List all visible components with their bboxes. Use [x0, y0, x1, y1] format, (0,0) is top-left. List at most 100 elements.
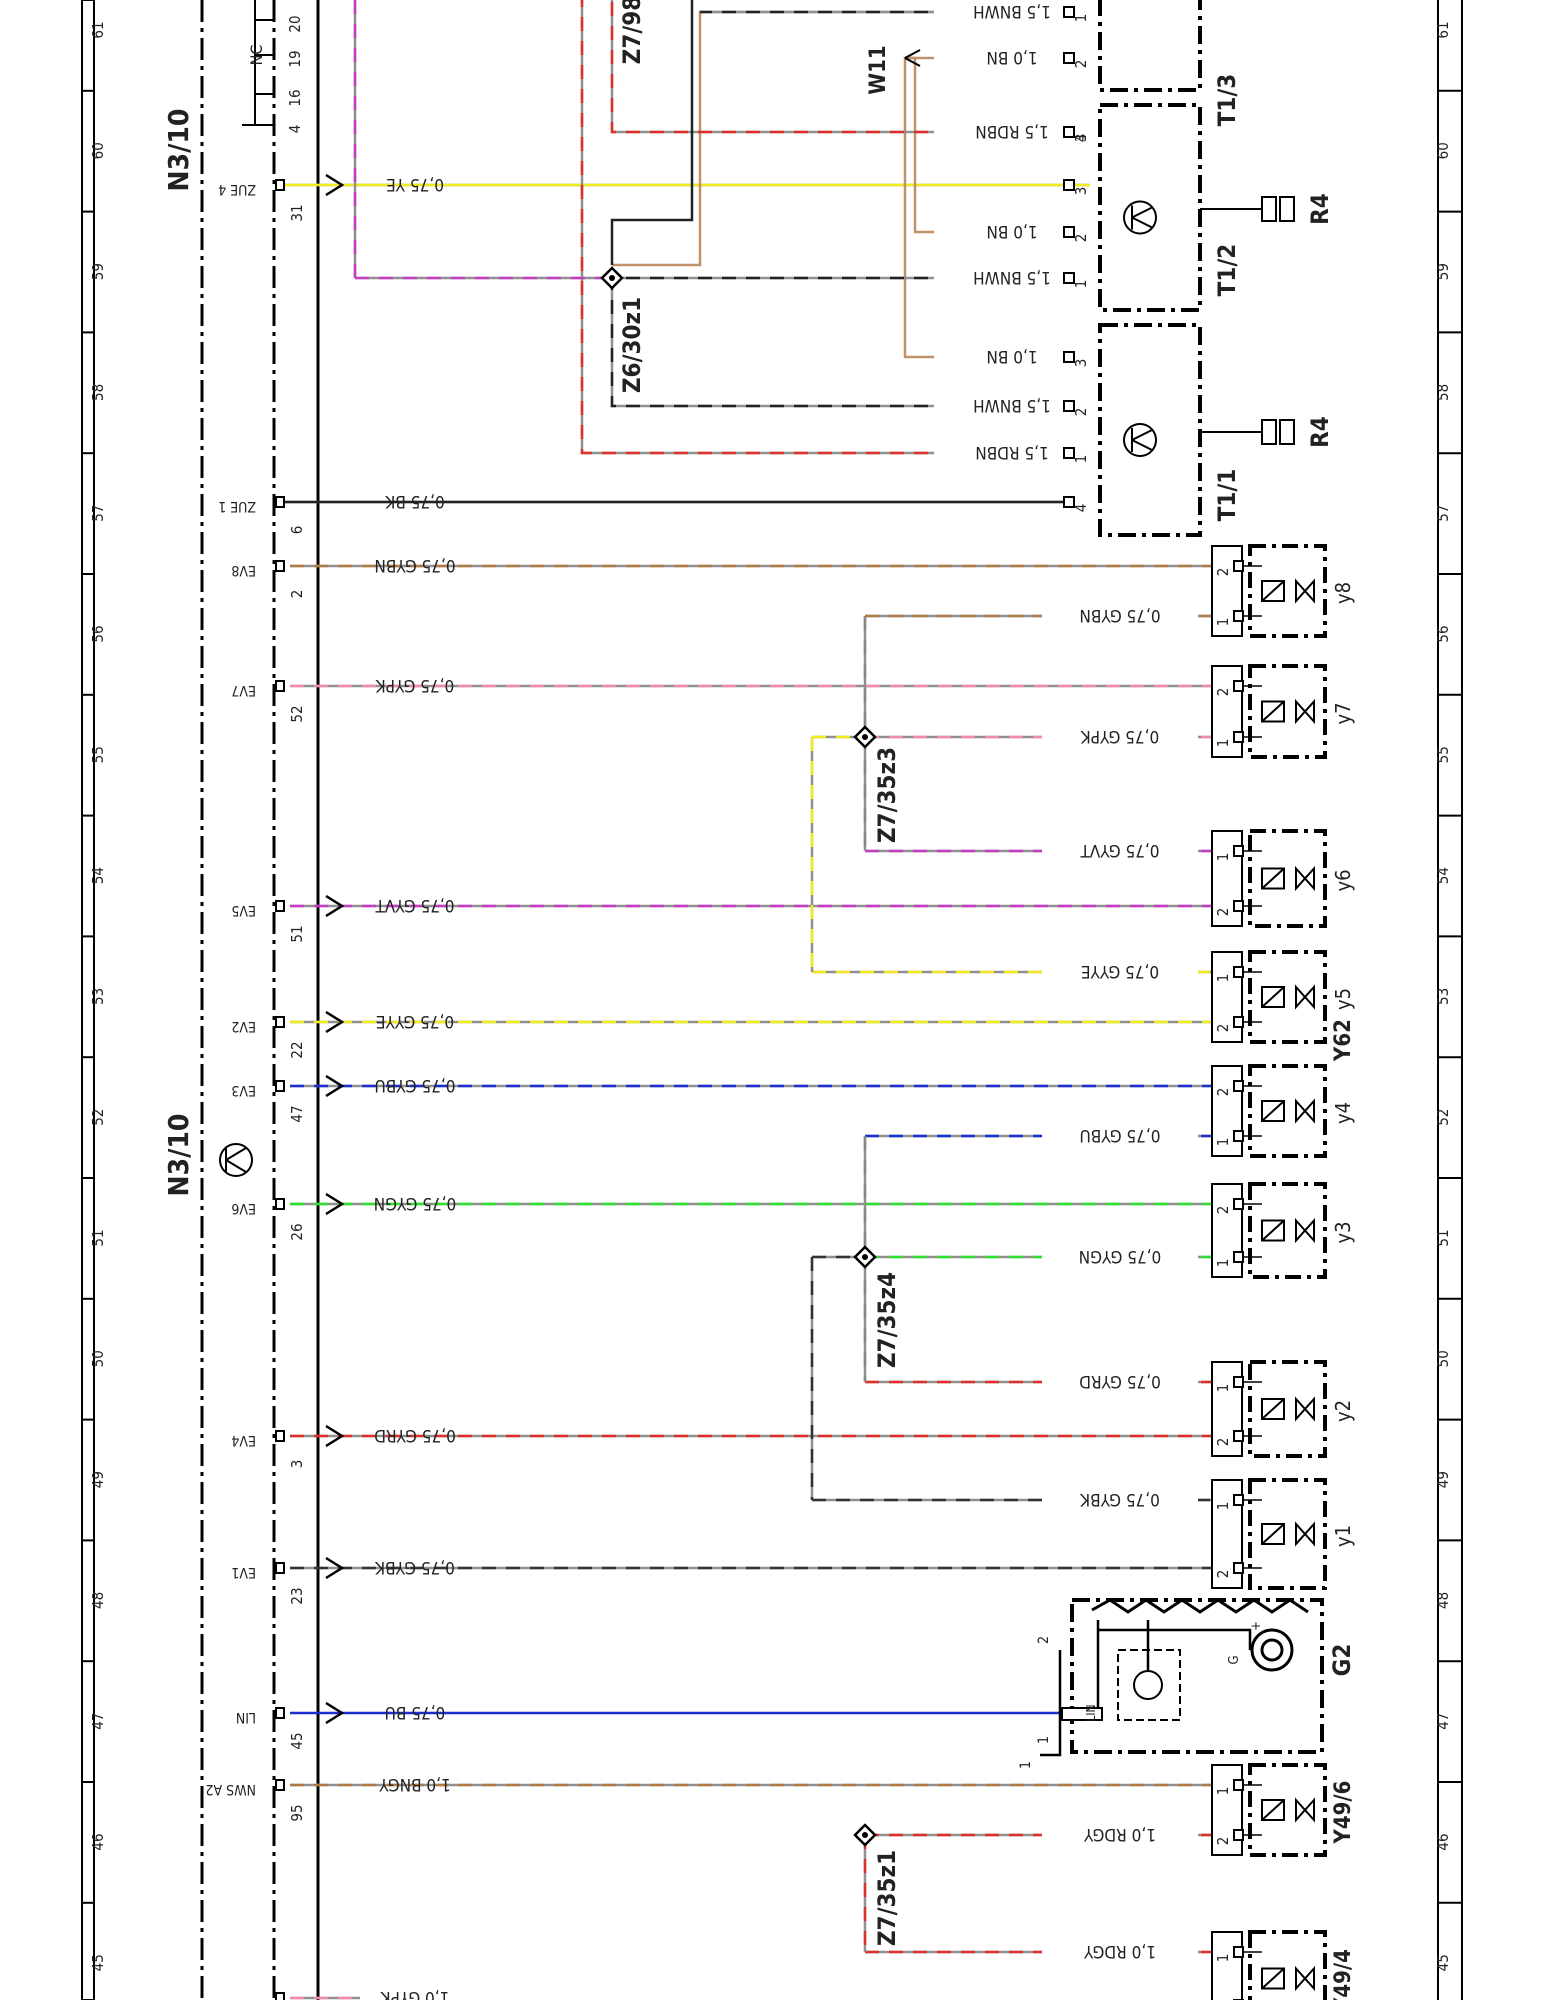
- valve-pin-socket: [1233, 1376, 1244, 1388]
- frame-number-right: 49: [1434, 1471, 1452, 1488]
- nc-label: NC: [247, 45, 266, 66]
- transistor-emitter-line: [1131, 439, 1153, 451]
- splice-z6-30z1: [600, 266, 624, 290]
- valve-pin-socket: [1233, 1130, 1244, 1142]
- frame-number-right: 56: [1434, 625, 1452, 642]
- valve-pin-socket: [1233, 610, 1244, 622]
- splice-dot: [862, 734, 868, 740]
- connector-arrow-icon: [325, 173, 345, 197]
- valve-symbol-icon: [1295, 1217, 1315, 1244]
- frame-number-left: 47: [89, 1713, 107, 1730]
- valve-pin-socket: [1233, 1430, 1244, 1442]
- valve-solenoid-slash: [1261, 1398, 1285, 1420]
- valve-pin-number: 2: [1214, 1837, 1232, 1846]
- connector-pin-number: 95: [288, 1804, 306, 1821]
- valve-solenoid-slash: [1261, 1799, 1285, 1821]
- wire-bn-1: [903, 56, 1072, 359]
- wire-label-bg: [1042, 604, 1198, 628]
- connector-name: ZUE 1: [218, 498, 256, 514]
- valve-group-label-y62: Y62: [1331, 1019, 1356, 1062]
- frame-number-left: 45: [89, 1954, 107, 1971]
- transistor-label: T1/2: [1213, 244, 1241, 297]
- frame-number-left: 54: [89, 867, 107, 884]
- valve-pin-number: 1: [1214, 853, 1232, 862]
- sensor-transistor-icon: [1133, 1670, 1163, 1700]
- transistor-pin-socket: [1063, 496, 1075, 508]
- frame-number-left: 61: [89, 21, 107, 38]
- connector-pin-number: 26: [288, 1223, 306, 1240]
- sensor-sawtooth: [1091, 1598, 1309, 1614]
- connector-name: LIN: [236, 1709, 256, 1725]
- wire-label-bg: [1042, 839, 1198, 863]
- frame-number-left: 50: [89, 1350, 107, 1367]
- valve-solenoid-slash: [1261, 1219, 1285, 1242]
- nc-bracket: NC: [242, 0, 274, 126]
- frame-number-right: 50: [1434, 1350, 1452, 1367]
- wire-label-bg: [1042, 1940, 1198, 1964]
- valve-pin-socket: [1233, 1946, 1244, 1958]
- valve-pin-number: 2: [1214, 1024, 1232, 1033]
- valve-solenoid-icon: [1261, 1398, 1285, 1420]
- valve-symbol-icon: [1295, 984, 1315, 1010]
- sensor-label: G2: [1328, 1644, 1356, 1677]
- connector-wire-label: 0,75 GYGN: [374, 1193, 457, 1213]
- frame-number-right: 59: [1434, 263, 1452, 280]
- connector-pin-socket: [275, 560, 285, 572]
- valve-label: y8: [1331, 582, 1355, 604]
- frame-number-right: 53: [1434, 988, 1452, 1005]
- valve-pin-socket: [1233, 900, 1244, 912]
- valve-label: Y49/6: [1331, 1781, 1356, 1845]
- connector-arrow-icon: [325, 1701, 345, 1725]
- valve-body-box: [1248, 829, 1327, 928]
- splice-label: Z7/35z1: [873, 1850, 901, 1946]
- connector-pin: 1,0 GYPK: [275, 1987, 449, 2000]
- wire-label-bg: [1042, 1823, 1198, 1847]
- wire-bk-splice: [610, 0, 694, 265]
- frame-number-right: 45: [1434, 1954, 1452, 1971]
- frame-number-left: 53: [89, 988, 107, 1005]
- connector-wire-label: 0,75 BU: [385, 1702, 446, 1722]
- valve-body-box: [1248, 1478, 1327, 1590]
- transistor-box: [1098, 103, 1202, 312]
- valve-label: y1: [1331, 1525, 1355, 1547]
- valve-pin-socket: [1233, 1829, 1244, 1841]
- splice-dot: [862, 1254, 868, 1260]
- connector-name: EV8: [231, 562, 256, 578]
- frame-number-right: 55: [1434, 746, 1452, 763]
- valve-pin-number: 1: [1214, 974, 1232, 983]
- sensor-pin-label: +: [1249, 1621, 1264, 1631]
- valve-solenoid-slash: [1261, 1523, 1285, 1545]
- frame-number-right: 54: [1434, 867, 1452, 884]
- transistor-icon: [1123, 200, 1157, 235]
- transistor-pin-number: 3: [1072, 134, 1090, 143]
- sensor-line: [1098, 1628, 1252, 1650]
- connector-pin-socket: [275, 496, 285, 508]
- connector-wire-label: 0,75 GYVT: [375, 895, 455, 915]
- valve-pin-socket: [1233, 1198, 1244, 1210]
- sensor-pin-number: 1: [1036, 1736, 1052, 1744]
- valve-symbol-icon: [1295, 1521, 1315, 1547]
- transistor-pin-number: 2: [1072, 234, 1090, 243]
- transistor-pin-socket: [1063, 52, 1075, 64]
- valve-body-box: [1248, 950, 1327, 1044]
- sensor-pin-label: G: [1227, 1655, 1242, 1664]
- transistor-pin-socket: [1063, 226, 1075, 238]
- valve-pin-socket: [1233, 1016, 1244, 1028]
- valve-y49-6: 1 2 Y49/6: [1211, 1763, 1356, 1857]
- valve-pin-number: 1: [1214, 1384, 1232, 1393]
- transistor-pin-number: 2: [1072, 408, 1090, 417]
- valve-pin-number: 1: [1214, 1787, 1232, 1796]
- resistor-r4: R4: [1200, 416, 1334, 448]
- valve-pin-socket: [1233, 1562, 1244, 1574]
- wire-label-right: 0,75 GYYE: [1081, 961, 1159, 981]
- connector-arrow-icon: [325, 1010, 345, 1034]
- module-top-pin-number: 19: [286, 50, 304, 67]
- wire-label-right: 0,75 GYGN: [1079, 1246, 1162, 1266]
- valve-body-box: [1248, 1763, 1327, 1857]
- valve-pin-number: 1: [1214, 739, 1232, 748]
